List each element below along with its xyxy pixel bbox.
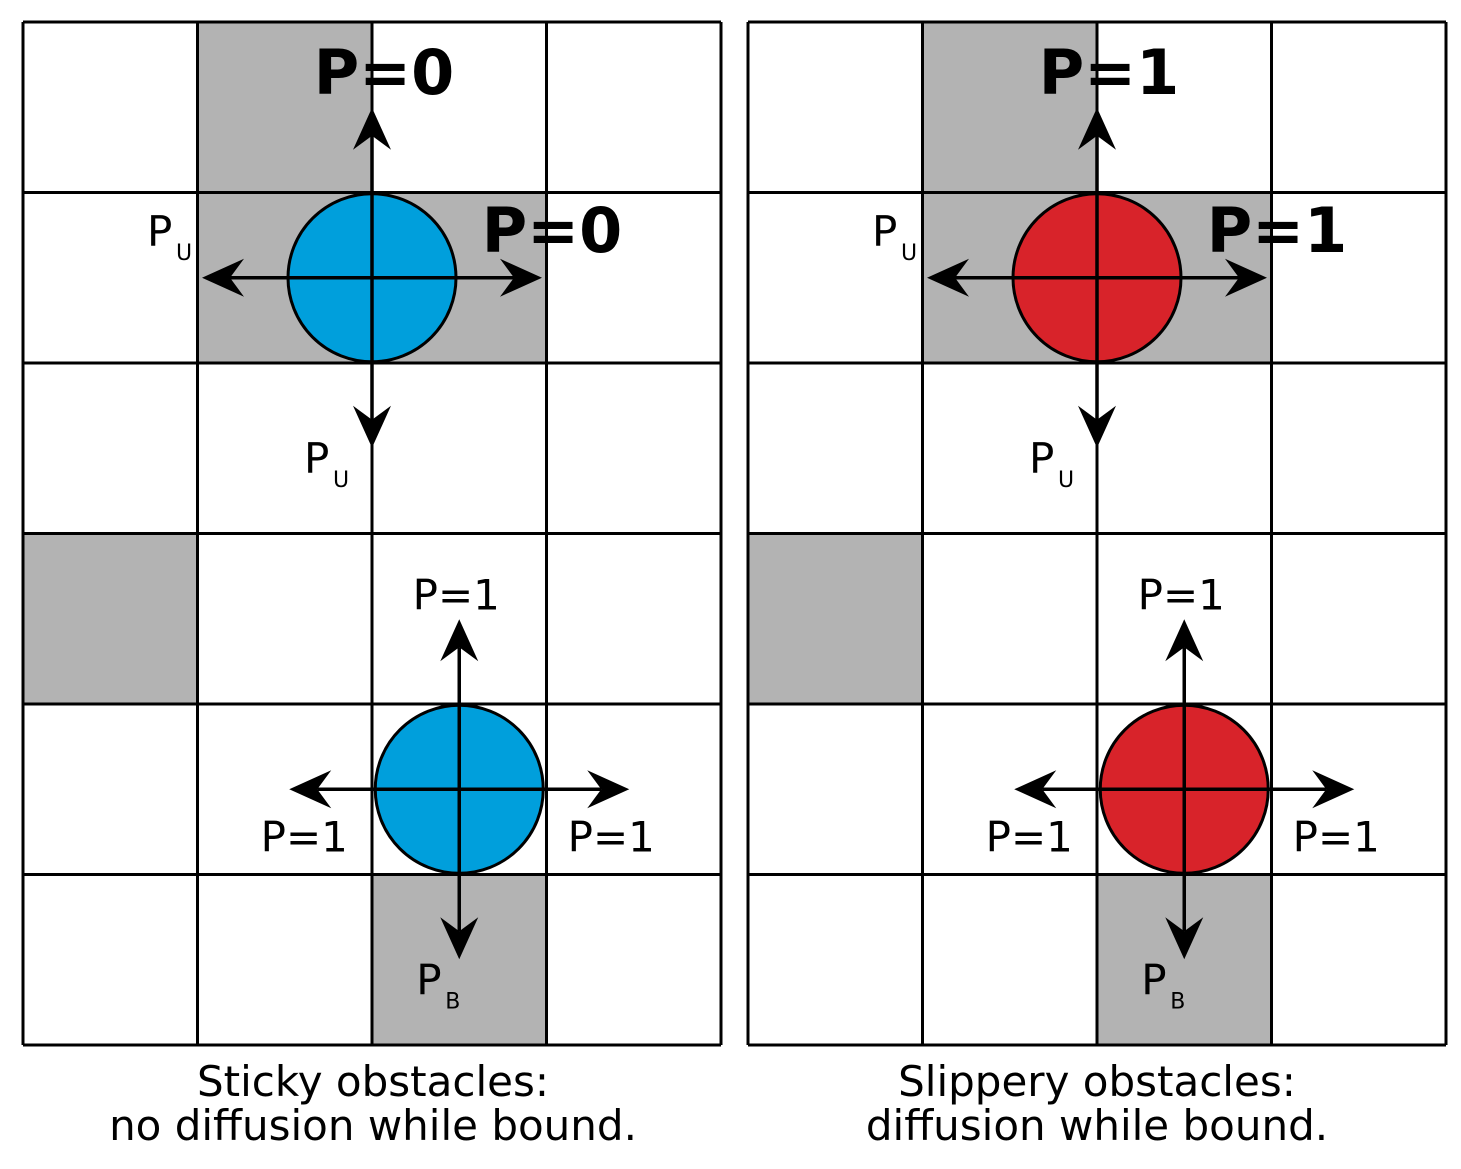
right-arrow	[459, 770, 630, 809]
left-arrow	[202, 258, 372, 297]
down-arrow	[440, 789, 479, 960]
bound-right-probability-label: P=0	[482, 194, 623, 267]
sticky-obstacles-caption: Sticky obstacles: no diffusion while bou…	[23, 1060, 723, 1148]
obstacle-cell	[748, 533, 923, 704]
label-subscript: U	[176, 241, 192, 266]
label-subscript: B	[1170, 989, 1185, 1014]
free-left-probability-label: P=1	[986, 812, 1073, 861]
down-arrow	[1165, 789, 1204, 960]
label-subscript: U	[901, 241, 917, 266]
label-subscript: U	[333, 468, 349, 493]
label-base: P	[147, 207, 172, 256]
label-base: P	[304, 434, 329, 483]
label-base: P	[872, 207, 897, 256]
right-arrow	[1184, 770, 1355, 809]
slippery-obstacles-caption: Slippery obstacles: diffusion while boun…	[747, 1060, 1447, 1148]
up-arrow	[1078, 107, 1116, 278]
obstacle-cell	[23, 533, 198, 704]
right-arrow	[372, 258, 542, 297]
caption-line-1: Slippery obstacles:	[898, 1057, 1296, 1106]
label-base: P	[416, 955, 441, 1004]
free-up-probability-label: P=1	[1138, 570, 1225, 619]
caption-line-2: no diffusion while bound.	[109, 1101, 637, 1150]
obstacle-cell	[922, 22, 1097, 193]
left-arrow	[289, 770, 460, 809]
up-arrow	[440, 619, 479, 790]
label-subscript: U	[1058, 468, 1074, 493]
grid-lines	[21, 20, 723, 1047]
right-arrow	[1097, 258, 1267, 297]
left-arrow	[927, 258, 1097, 297]
down-arrow	[1078, 277, 1116, 448]
bound-right-probability-label: P=1	[1207, 194, 1348, 267]
label-subscript: B	[445, 989, 460, 1014]
caption-line-2: diffusion while bound.	[865, 1101, 1329, 1150]
label-base: P	[1141, 955, 1166, 1004]
free-right-probability-label: P=1	[1293, 812, 1380, 861]
obstacle-cell	[197, 22, 372, 193]
label-base: P	[1029, 434, 1054, 483]
bound-up-probability-label: P=1	[1039, 36, 1180, 109]
free-right-probability-label: P=1	[568, 812, 655, 861]
caption-line-1: Sticky obstacles:	[197, 1057, 549, 1106]
up-arrow	[353, 107, 391, 278]
free-left-probability-label: P=1	[261, 812, 348, 861]
down-arrow	[353, 277, 391, 448]
up-arrow	[1165, 619, 1204, 790]
free-up-probability-label: P=1	[413, 570, 500, 619]
bound-up-probability-label: P=0	[314, 36, 455, 109]
left-arrow	[1014, 770, 1185, 809]
